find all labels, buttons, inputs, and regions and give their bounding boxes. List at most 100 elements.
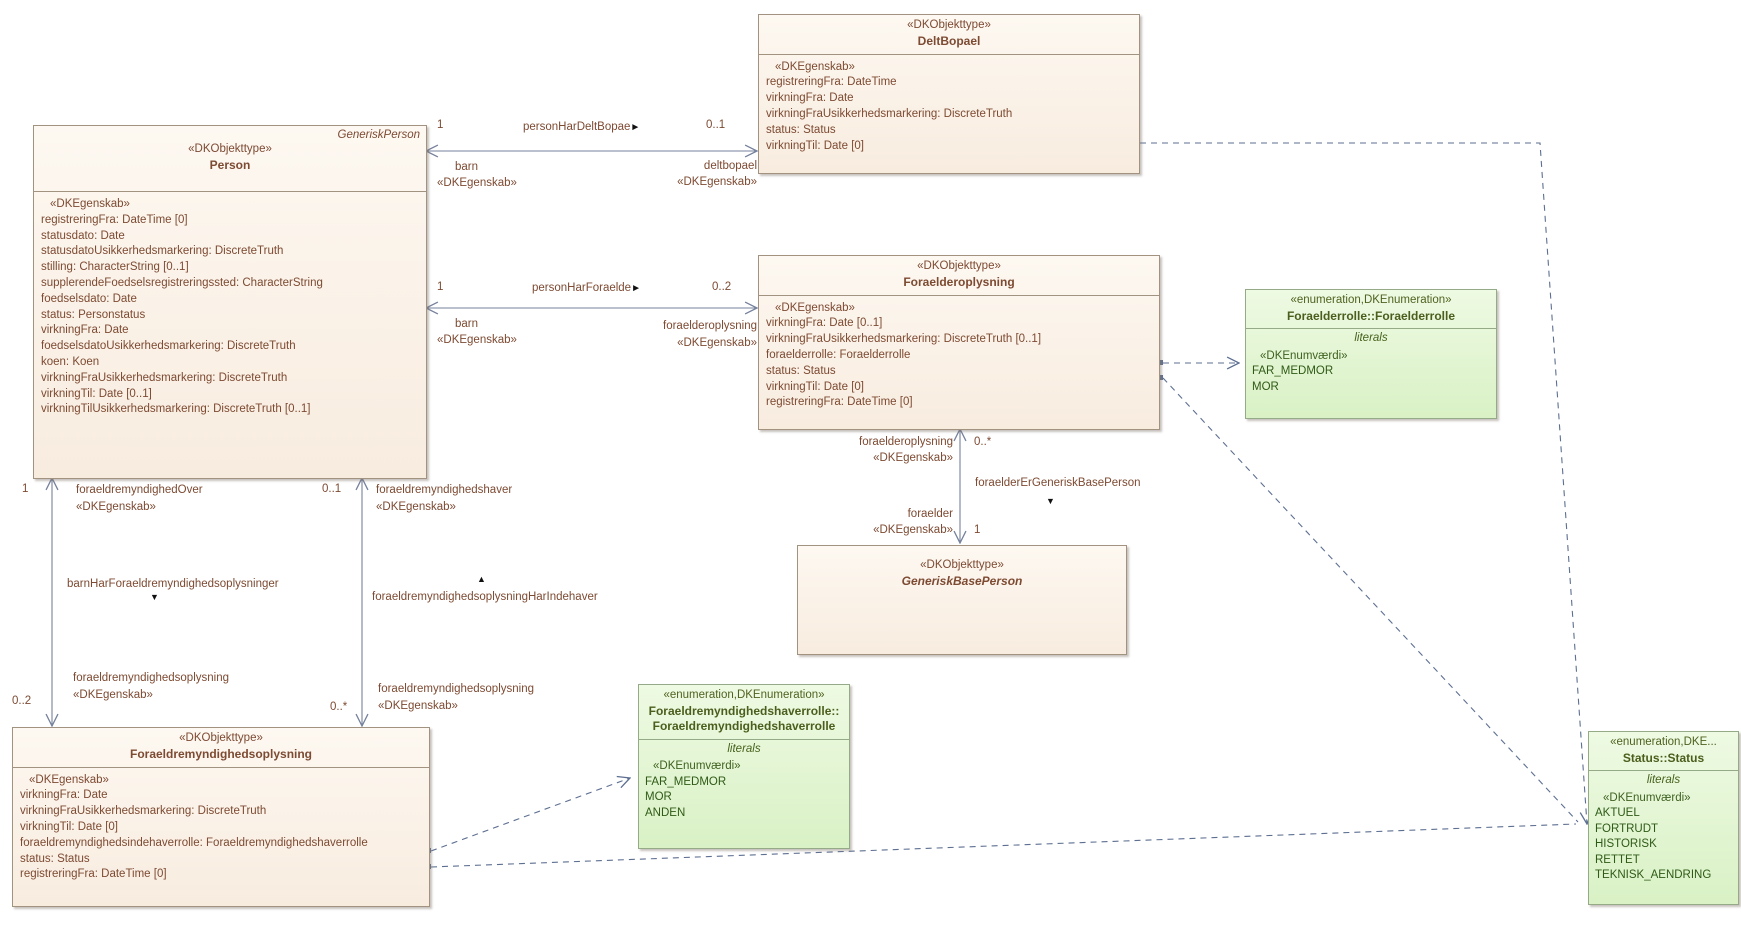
class-foraelderoplysning[interactable]: «DKObjekttype» Foraelderoplysning «DKEge… xyxy=(758,255,1160,430)
mult-source: 1 xyxy=(22,483,29,495)
attribute: virkningFraUsikkerhedsmarkering: Discret… xyxy=(766,333,1042,346)
attribute-compartment: «DKEgenskab» virkningFra: Date [0..1] vi… xyxy=(759,296,1159,416)
enum-status[interactable]: «enumeration,DKE... Status::Status liter… xyxy=(1588,731,1739,905)
role-target-stereo: «DKEgenskab» xyxy=(873,524,953,536)
attribute: virkningTil: Date [0] xyxy=(766,139,864,152)
mult-target: 0..1 xyxy=(706,119,726,131)
direction-arrow-icon: ► xyxy=(630,122,641,133)
attribute: registreringFra: DateTime [0] xyxy=(41,213,188,226)
stereotype: «DKObjekttype» xyxy=(907,19,991,31)
role-target: foraelder xyxy=(907,508,953,520)
dependency-deltbopael-status[interactable] xyxy=(1140,142,1587,824)
enum-name: Status::Status xyxy=(1622,750,1705,765)
class-generiskbaseperson[interactable]: «DKObjekttype» GeneriskBasePerson xyxy=(797,545,1127,655)
role-target-stereo: «DKEgenskab» xyxy=(677,176,757,188)
attr-stereotype: «DKEgenskab» xyxy=(50,198,130,210)
mult-target: 1 xyxy=(974,524,981,536)
attribute: supplerendeFoedselsregistreringssted: Ch… xyxy=(41,276,323,289)
attribute: virkningTil: Date [0..1] xyxy=(41,387,152,400)
stereotype: «enumeration,DKEnumeration» xyxy=(663,689,825,701)
value-stereotype: «DKEnumværdi» xyxy=(653,760,741,772)
literal-compartment: «DKEnumværdi» AKTUEL FORTRUDT HISTORISK … xyxy=(1589,789,1738,888)
class-name: GeneriskBasePerson xyxy=(901,573,1023,588)
enum-foraeldremyndighedshaverrolle[interactable]: «enumeration,DKEnumeration» Foraeldremyn… xyxy=(638,684,850,849)
attribute: statusdato: Date xyxy=(41,229,125,242)
dependency-foraeldremyndighedsoplysning-status[interactable] xyxy=(430,823,1577,868)
association-name: barnHarForaeldremyndighedsoplysninger xyxy=(67,578,279,590)
attribute: virkningFraUsikkerhedsmarkering: Discret… xyxy=(20,805,267,818)
enum-literal: MOR xyxy=(645,791,672,803)
class-name: DeltBopael xyxy=(917,33,981,48)
attribute-link-brackets xyxy=(412,133,1640,875)
class-name: Foraelderoplysning xyxy=(903,274,1015,289)
attribute: foraeldremyndighedsindehaverrolle: Forae… xyxy=(20,836,368,849)
association-name: personHarDeltBopae► xyxy=(523,121,641,133)
enum-literal: HISTORISK xyxy=(1595,838,1657,850)
attribute: virkningTilUsikkerhedsmarkering: Discret… xyxy=(41,403,311,416)
value-stereotype: «DKEnumværdi» xyxy=(1603,791,1691,804)
enum-literal: ANDEN xyxy=(645,806,686,819)
role-target-stereo: «DKEgenskab» xyxy=(677,337,757,349)
enum-literal: RETTET xyxy=(1595,853,1640,866)
role-source: foraelderoplysning xyxy=(859,436,953,448)
enum-literal: FAR_MEDMOR xyxy=(1252,365,1334,377)
association-name: personHarForaelde► xyxy=(532,282,641,294)
attribute: status: Status xyxy=(766,123,836,136)
role-source: barn xyxy=(455,318,479,330)
role-source-stereo: «DKEgenskab» xyxy=(437,334,517,346)
stereotype: «DKObjekttype» xyxy=(188,143,272,155)
dependency-foraeldremyndighedsoplysning-haverrolle[interactable] xyxy=(430,778,630,852)
attribute: virkningFra: Date xyxy=(20,789,108,802)
stereotype: «DKObjekttype» xyxy=(920,559,1004,571)
attribute: virkningFraUsikkerhedsmarkering: Discret… xyxy=(766,107,1013,120)
class-foraeldremyndighedsoplysning[interactable]: «DKObjekttype» Foraeldremyndighedsoplysn… xyxy=(12,727,430,907)
literals-label: literals xyxy=(727,742,761,755)
attr-stereotype: «DKEgenskab» xyxy=(29,773,109,786)
role-target-stereo: «DKEgenskab» xyxy=(73,689,153,701)
attribute: virkningTil: Date [0] xyxy=(766,380,864,393)
attribute: virkningFra: Date [0..1] xyxy=(766,317,883,330)
literal-compartment: «DKEnumværdi» FAR_MEDMOR MOR xyxy=(1246,347,1496,400)
generalization-tag: GeneriskPerson xyxy=(337,129,420,141)
association-name: foraeldremyndighedsoplysningHarIndehaver xyxy=(372,591,598,603)
enum-literal: FAR_MEDMOR xyxy=(645,775,727,788)
attribute-compartment: «DKEgenskab» registreringFra: DateTime v… xyxy=(759,55,1139,159)
class-name: Foraeldremyndighedsoplysning xyxy=(129,746,313,761)
enum-literal: MOR xyxy=(1252,380,1279,393)
role-target-stereo: «DKEgenskab» xyxy=(378,700,458,712)
stereotype: «DKObjekttype» xyxy=(179,732,263,744)
mult-source: 0..* xyxy=(974,436,992,448)
dependency-foraelderoplysning-status[interactable] xyxy=(1162,377,1579,823)
attribute: foedselsdatoUsikkerhedsmarkering: Discre… xyxy=(41,340,296,353)
literal-compartment: «DKEnumværdi» FAR_MEDMOR MOR ANDEN xyxy=(639,757,849,825)
mult-source: 1 xyxy=(437,119,444,131)
enum-literal: TEKNISK_AENDRING xyxy=(1595,869,1712,881)
direction-arrow-icon: ▼ xyxy=(1046,496,1055,506)
attribute: virkningFra: Date xyxy=(766,92,854,105)
enum-name: Foraelderrolle::Foraelderrolle xyxy=(1286,308,1456,323)
class-person[interactable]: GeneriskPerson «DKObjekttype» Person «DK… xyxy=(33,125,427,479)
attribute: virkningTil: Date [0] xyxy=(20,820,118,833)
enum-literal: AKTUEL xyxy=(1595,807,1640,819)
attribute: status: Personstatus xyxy=(41,308,146,321)
role-target: deltbopael xyxy=(703,160,757,172)
role-source-stereo: «DKEgenskab» xyxy=(437,177,517,189)
attribute: foedselsdato: Date xyxy=(41,292,137,305)
attribute: koen: Koen xyxy=(41,355,100,368)
stereotype: «enumeration,DKEnumeration» xyxy=(1290,294,1452,306)
direction-arrow-icon: ▲ xyxy=(477,574,486,584)
mult-target: 0..2 xyxy=(12,695,32,707)
class-deltbopael[interactable]: «DKObjekttype» DeltBopael «DKEgenskab» r… xyxy=(758,14,1140,174)
association-name: foraelderErGeneriskBasePerson xyxy=(975,477,1141,489)
enum-foraelderrolle[interactable]: «enumeration,DKEnumeration» Foraelderrol… xyxy=(1245,289,1497,419)
role-source-stereo: «DKEgenskab» xyxy=(873,452,953,464)
direction-arrow-icon: ▼ xyxy=(150,592,159,602)
attribute: virkningFra: Date xyxy=(41,324,129,337)
role-target: foraelderoplysning xyxy=(663,320,757,332)
attribute: registreringFra: DateTime xyxy=(766,76,897,89)
role-source: foraeldremyndighedOver xyxy=(76,484,203,496)
direction-arrow-icon: ► xyxy=(631,283,641,294)
literals-label: literals xyxy=(1354,332,1388,344)
attribute-compartment: «DKEgenskab» virkningFra: Date virkningF… xyxy=(13,768,429,888)
stereotype: «enumeration,DKE... xyxy=(1610,736,1717,748)
